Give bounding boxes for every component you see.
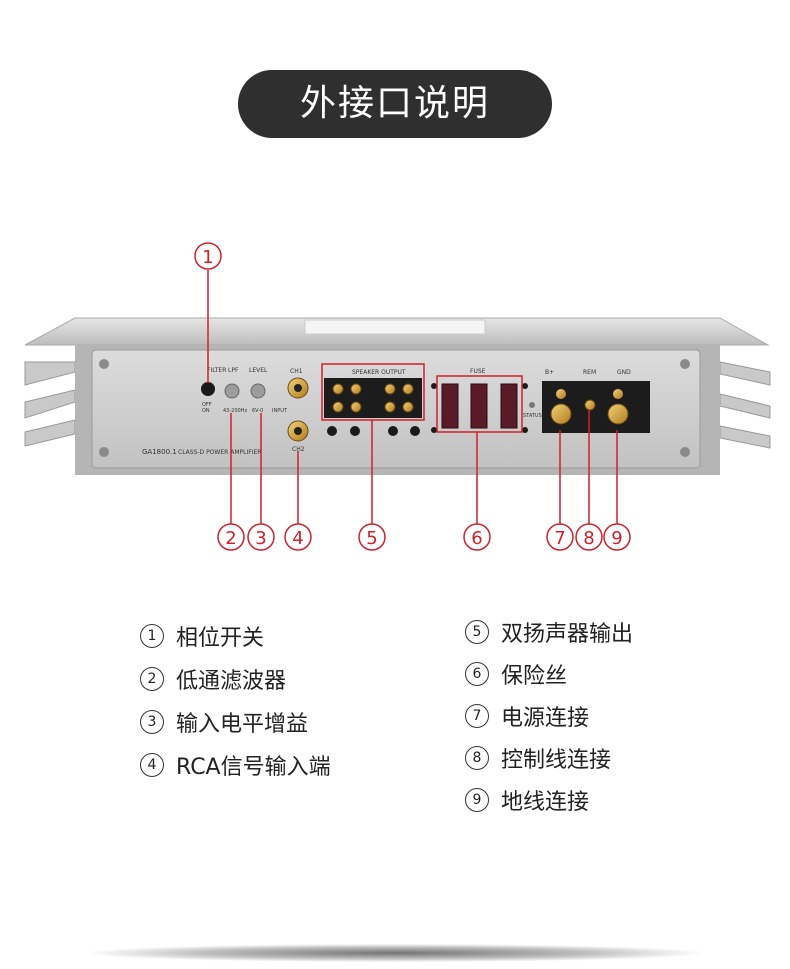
legend-text: 双扬声器输出 (501, 622, 634, 647)
filter-label: FILTER (207, 367, 226, 374)
legend-num: 5 (465, 620, 489, 644)
level-knob[interactable] (250, 383, 266, 399)
callout-1-label: 1 (202, 247, 213, 268)
callout-4-label: 4 (292, 528, 303, 549)
b-plus-terminal[interactable] (550, 403, 572, 425)
legend-num: 8 (465, 746, 489, 770)
legend-text: RCA信号输入端 (176, 755, 331, 780)
model-label: GA1800.1 (142, 448, 177, 456)
legend-num: 9 (465, 788, 489, 812)
legend-num: 1 (140, 624, 164, 648)
ch1-label: CH1 (290, 368, 303, 375)
legend-item: 6 保险丝 (465, 658, 567, 690)
legend-text: 低通滤波器 (176, 669, 287, 694)
fuse-holders[interactable] (441, 383, 518, 429)
legend-item: 3 输入电平增益 (140, 706, 308, 738)
callout-6 (463, 523, 491, 551)
legend-text: 控制线连接 (501, 748, 612, 773)
lpf-label: LPF (228, 367, 239, 374)
callout-9 (603, 523, 631, 551)
callout-8-label: 8 (583, 528, 594, 549)
callout-9-label: 9 (611, 528, 622, 549)
legend-text: 电源连接 (501, 706, 590, 731)
legend-item: 1 相位开关 (140, 620, 264, 652)
filter-switch[interactable] (201, 382, 215, 396)
callout-5-label: 5 (366, 528, 377, 549)
callout-1 (194, 242, 222, 270)
callout-5 (358, 523, 386, 551)
legend-item: 7 电源连接 (465, 700, 589, 732)
rem-label: REM (583, 369, 596, 376)
legend-item: 9 地线连接 (465, 784, 589, 816)
amplifier-panel: FILTER LPF LEVEL OFF ON 43-200Hz 6V-0 IN… (24, 317, 771, 475)
callout-circles (194, 242, 631, 551)
fuse-label: FUSE (470, 368, 486, 375)
gnd-terminal[interactable] (607, 403, 629, 425)
model-desc-label: CLASS-D POWER AMPLIFIER (178, 449, 261, 456)
callout-7 (546, 523, 574, 551)
legend-item: 4 RCA信号输入端 (140, 749, 331, 781)
speaker-output-label: SPEAKER OUTPUT (352, 369, 406, 376)
legend-item: 8 控制线连接 (465, 742, 611, 774)
callout-3 (247, 523, 275, 551)
legend-text: 保险丝 (501, 664, 568, 689)
callout-7-label: 7 (554, 528, 565, 549)
lpf-range-label: 43-200Hz (223, 408, 247, 414)
legend-text: 地线连接 (501, 790, 590, 815)
legend-num: 3 (140, 710, 164, 734)
top-window (304, 319, 486, 335)
legend-text: 输入电平增益 (176, 712, 309, 737)
legend-num: 7 (465, 704, 489, 728)
callout-2-label: 2 (225, 528, 236, 549)
legend-text: 相位开关 (176, 626, 265, 651)
callout-4 (284, 523, 312, 551)
off-label: OFF (202, 402, 212, 408)
callout-8 (575, 523, 603, 551)
legend-num: 2 (140, 667, 164, 691)
bottom-shadow (90, 944, 700, 962)
input-label: INPUT (272, 408, 288, 414)
callout-3-label: 3 (255, 528, 266, 549)
level-range-label: 6V-0 (252, 408, 263, 414)
level-label: LEVEL (249, 367, 268, 374)
callout-box-speaker (321, 363, 425, 421)
callout-6-label: 6 (471, 528, 482, 549)
legend-item: 5 双扬声器输出 (465, 616, 633, 648)
callout-2 (217, 523, 245, 551)
lpf-knob[interactable] (224, 383, 240, 399)
gnd-label: GND (617, 369, 631, 376)
legend-num: 4 (140, 753, 164, 777)
b-plus-label: B+ (545, 369, 554, 376)
legend-num: 6 (465, 662, 489, 686)
ch2-label: CH2 (292, 446, 305, 453)
status-label: STATUS (523, 413, 542, 419)
rem-terminal[interactable] (584, 399, 596, 411)
page-title: 外接口说明 (238, 70, 552, 138)
callout-box-fuse (436, 375, 523, 433)
on-label: ON (202, 408, 210, 414)
legend-item: 2 低通滤波器 (140, 663, 286, 695)
